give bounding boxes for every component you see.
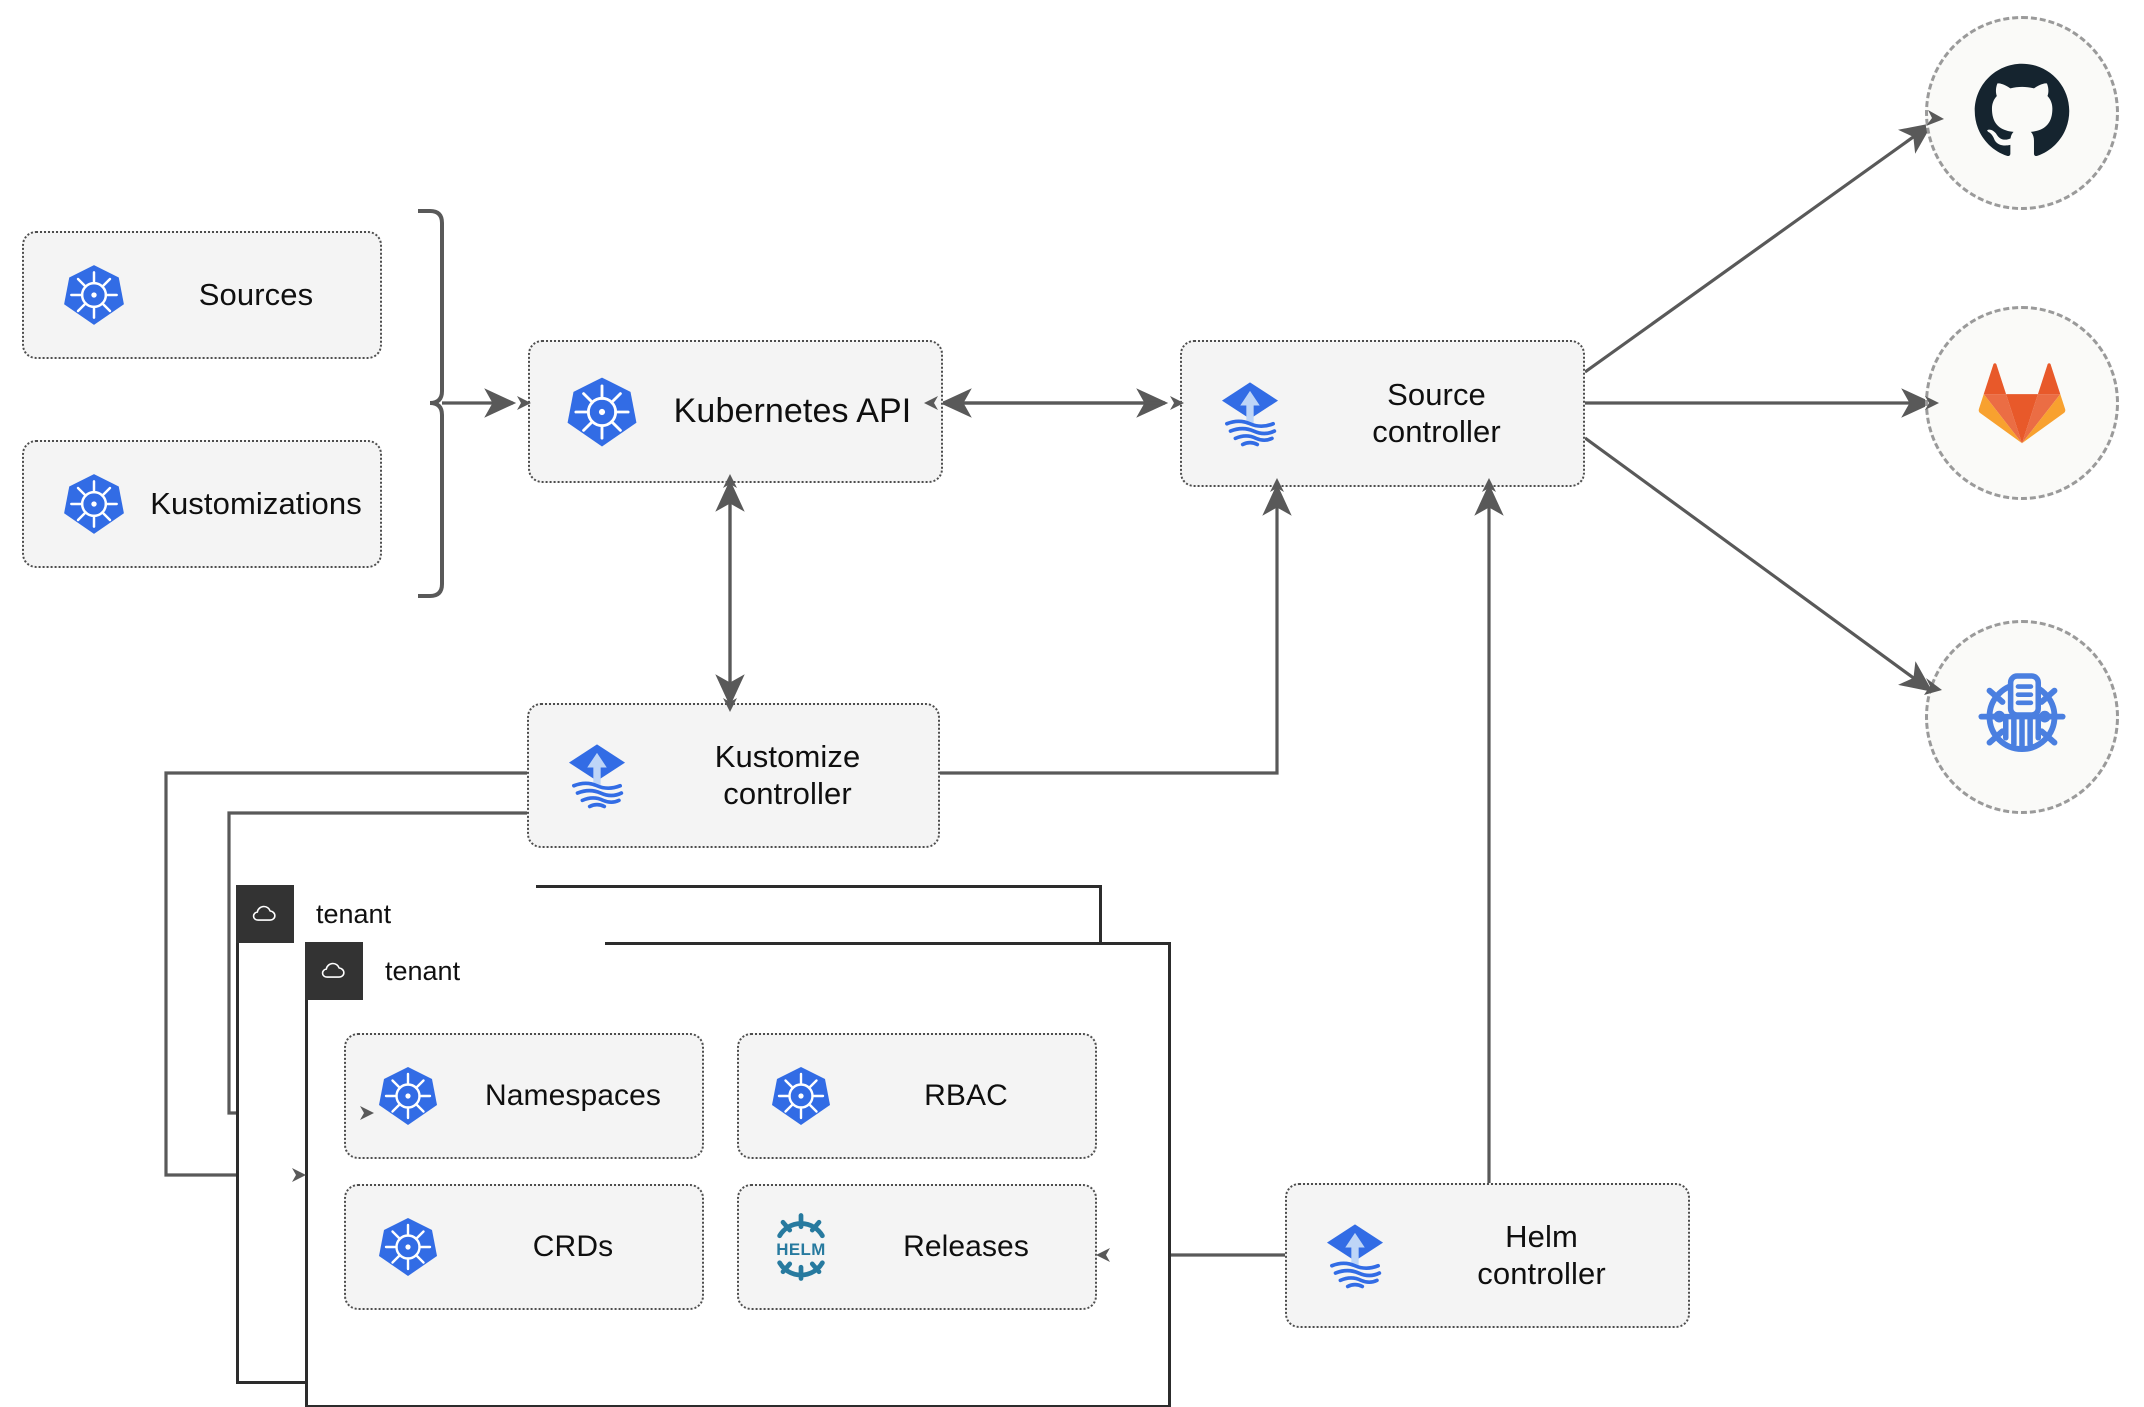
flux-icon — [1305, 1206, 1405, 1306]
node-label: CRDs — [532, 1230, 614, 1264]
kubernetes-icon — [550, 360, 654, 464]
node-source-controller[interactable]: Source controller — [1180, 340, 1585, 487]
kubernetes-icon — [362, 1201, 454, 1293]
tenant-label: tenant — [385, 955, 461, 986]
gitlab-icon — [1972, 351, 2072, 456]
node-kubernetes-api[interactable]: Kubernetes API — [528, 340, 943, 483]
flux-icon — [1200, 364, 1300, 464]
cloud-icon — [305, 942, 363, 1000]
node-label: Kustomizations — [150, 485, 362, 521]
node-label: Releases — [903, 1230, 1029, 1264]
kubernetes-icon — [755, 1050, 847, 1142]
node-sources[interactable]: Sources — [22, 231, 382, 359]
cloud-icon — [236, 885, 294, 943]
tenant-tab-outer: tenant — [236, 885, 536, 943]
node-label: Kustomize controller — [714, 738, 861, 811]
node-rbac[interactable]: RBAC — [737, 1033, 1097, 1159]
node-label: Helm controller — [1477, 1218, 1606, 1291]
svg-text:HELM: HELM — [776, 1240, 826, 1259]
node-label: RBAC — [924, 1079, 1008, 1113]
node-kustomize-controller[interactable]: Kustomize controller — [527, 703, 940, 848]
tenant-group-inner — [305, 942, 1171, 1407]
provider-container-registry[interactable] — [1925, 620, 2119, 814]
node-label: Namespaces — [484, 1079, 662, 1113]
github-icon — [1968, 57, 2076, 170]
flux-icon — [547, 726, 647, 826]
provider-github[interactable] — [1925, 16, 2119, 210]
node-label: Kubernetes API — [673, 392, 912, 431]
helm-registry-icon — [1970, 663, 2074, 772]
node-kustomizations[interactable]: Kustomizations — [22, 440, 382, 568]
node-label: Source controller — [1372, 376, 1501, 449]
provider-gitlab[interactable] — [1925, 306, 2119, 500]
tenant-label: tenant — [316, 898, 392, 929]
kubernetes-icon — [362, 1050, 454, 1142]
node-label: Sources — [198, 276, 314, 312]
node-namespaces[interactable]: Namespaces — [344, 1033, 704, 1159]
helm-icon: HELM — [755, 1201, 847, 1293]
tenant-tab-inner: tenant — [305, 942, 605, 1000]
kubernetes-icon — [46, 456, 142, 552]
node-helm-controller[interactable]: Helm controller — [1285, 1183, 1690, 1328]
node-crds[interactable]: CRDs — [344, 1184, 704, 1310]
node-releases[interactable]: HELM Releases — [737, 1184, 1097, 1310]
kubernetes-icon — [46, 247, 142, 343]
